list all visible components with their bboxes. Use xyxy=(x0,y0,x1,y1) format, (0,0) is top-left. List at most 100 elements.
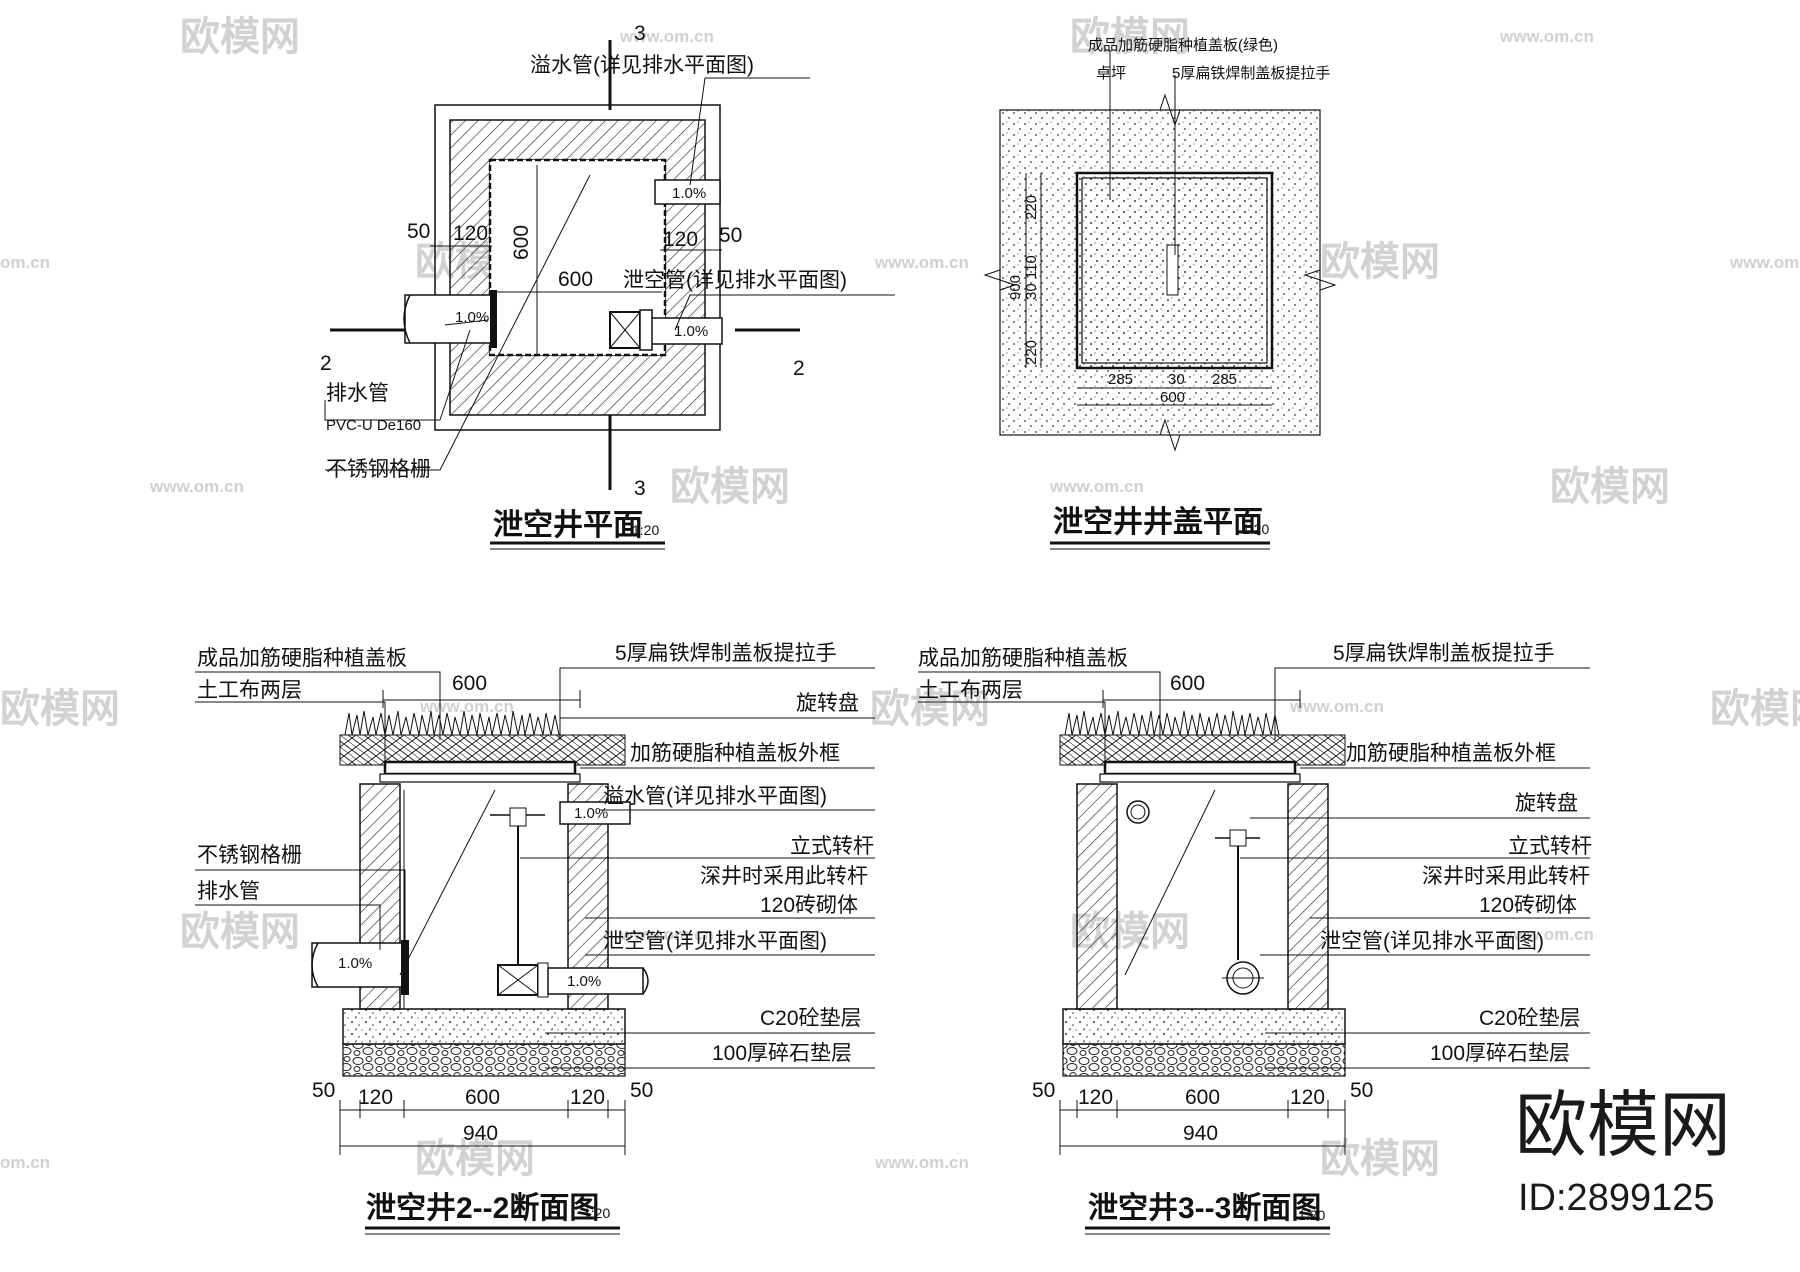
label-rod: 立式转杆 xyxy=(790,835,874,858)
watermark-url: www.om.cn xyxy=(149,477,244,496)
label-deep-well: 深井时采用此转杆 xyxy=(700,865,868,888)
watermark-brand: 欧模网 xyxy=(870,687,990,731)
dim-120: 120 xyxy=(358,1086,393,1109)
dim-120: 120 xyxy=(663,228,698,251)
sec33-scale: 1:20 xyxy=(1298,1207,1325,1223)
watermark-url: www.om.cn xyxy=(1499,27,1594,46)
dim-220: 220 xyxy=(1023,195,1040,220)
label-cover-board: 成品加筋硬脂种植盖板(绿色) xyxy=(1088,36,1278,54)
watermark-brand: 欧模网 xyxy=(1550,465,1670,509)
watermark-brand: 欧模网 xyxy=(0,687,120,731)
slope-label: 1.0% xyxy=(672,185,706,202)
sec33-title: 泄空井3--3断面图 xyxy=(1088,1192,1321,1225)
watermark-url: www.om.cn xyxy=(1049,477,1144,496)
section-3-3-view: 600 50 120 600 120 50 940 成品加筋硬脂种植盖板 土工布… xyxy=(918,642,1592,1235)
dim-30: 30 xyxy=(1168,371,1185,388)
watermark-url: om.cn xyxy=(0,1153,50,1172)
dim-285: 285 xyxy=(1212,371,1237,388)
label-overflow-pipe: 溢水管(详见排水平面图) xyxy=(603,785,827,808)
label-c20: C20砼垫层 xyxy=(1479,1007,1581,1030)
label-vent-pipe: 泄空管(详见排水平面图) xyxy=(1320,930,1544,953)
label-drain-pipe: 排水管 xyxy=(326,382,389,405)
dim-120: 120 xyxy=(1290,1086,1325,1109)
plan-scale: 1:20 xyxy=(632,522,659,538)
label-pvc: PVC-U De160 xyxy=(326,417,421,434)
label-gravel: 100厚碎石垫层 xyxy=(1430,1042,1570,1065)
label-vent-pipe: 泄空管(详见排水平面图) xyxy=(603,930,827,953)
watermark-layer: 欧模网 欧模网 欧模网 欧模网 欧模网 欧模网 欧模网 欧模网 欧模网 欧模网 … xyxy=(0,15,1800,1181)
watermark-brand: 欧模网 xyxy=(1320,240,1440,284)
dim-600: 600 xyxy=(558,268,593,291)
dim-600: 600 xyxy=(1185,1086,1220,1109)
label-c20: C20砼垫层 xyxy=(760,1007,862,1030)
plan-title: 泄空井平面 xyxy=(493,509,643,542)
cover-plan-view: 900 220 30 110 220 285 30 285 600 成品加筋硬脂… xyxy=(983,36,1337,550)
dim-50: 50 xyxy=(312,1079,335,1102)
label-gravel: 100厚碎石垫层 xyxy=(712,1042,852,1065)
label-overflow-pipe: 溢水管(详见排水平面图) xyxy=(530,54,754,77)
sec22-scale: 1:20 xyxy=(583,1205,610,1221)
dim-600: 600 xyxy=(465,1086,500,1109)
dim-940: 940 xyxy=(1183,1122,1218,1145)
dim-220: 220 xyxy=(1023,340,1040,365)
brand-block: 欧模网 ID:2899125 xyxy=(1515,1086,1731,1219)
watermark-brand: 欧模网 xyxy=(670,465,790,509)
label-rod: 立式转杆 xyxy=(1508,835,1592,858)
section-2-2-view: 1.0% 1.0% 1.0% 600 50 120 600 120 50 9 xyxy=(195,642,875,1235)
label-geotextile: 土工布两层 xyxy=(197,679,302,702)
dim-900: 900 xyxy=(1007,275,1024,300)
dim-120: 120 xyxy=(570,1086,605,1109)
label-handle: 5厚扁铁焊制盖板提拉手 xyxy=(615,642,837,665)
dim-50: 50 xyxy=(1350,1079,1373,1102)
label-vent-pipe: 泄空管(详见排水平面图) xyxy=(623,269,847,292)
section-mark: 2 xyxy=(320,352,332,375)
watermark-brand: 欧模网 xyxy=(1070,15,1190,59)
watermark-url: www.om.cn xyxy=(619,925,714,944)
label-frame: 加筋硬脂种植盖板外框 xyxy=(1346,742,1556,765)
watermark-url: www.om.cn xyxy=(619,27,714,46)
dim-50: 50 xyxy=(407,220,430,243)
label-geotextile: 土工布两层 xyxy=(918,679,1023,702)
slope-label: 1.0% xyxy=(338,955,372,972)
watermark-url: www.om.cn xyxy=(874,253,969,272)
label-brick: 120砖砌体 xyxy=(760,894,858,917)
watermark-brand: 欧模网 xyxy=(415,1137,535,1181)
label-tape: 卓坪 xyxy=(1096,65,1126,82)
sec22-title: 泄空井2--2断面图 xyxy=(366,1192,599,1225)
brand-name: 欧模网 xyxy=(1515,1086,1731,1166)
label-drain-pipe: 排水管 xyxy=(197,880,260,903)
dim-top-600: 600 xyxy=(452,672,487,695)
grass xyxy=(1064,710,1280,736)
label-disk: 旋转盘 xyxy=(1515,792,1578,815)
cover-scale: 1:20 xyxy=(1242,521,1269,537)
slope-label: 1.0% xyxy=(567,973,601,990)
plan-view: 3 3 2 2 1.0% 1.0% 1.0% 600 600 50 120 12… xyxy=(320,22,895,550)
slope-label: 1.0% xyxy=(574,805,608,822)
dim-50: 50 xyxy=(719,224,742,247)
watermark-url: www.om.cn xyxy=(874,1153,969,1172)
dim-top-600: 600 xyxy=(1170,672,1205,695)
dim-50: 50 xyxy=(1032,1079,1055,1102)
slope-label: 1.0% xyxy=(674,323,708,340)
brand-id: ID:2899125 xyxy=(1518,1177,1715,1219)
watermark-brand: 欧模网 xyxy=(180,15,300,59)
watermark-url: www.om.cn xyxy=(1499,925,1594,944)
watermark-url: www.om.cn xyxy=(1289,697,1384,716)
watermark-url: om.cn xyxy=(0,253,50,272)
dim-940: 940 xyxy=(463,1122,498,1145)
section-mark: 3 xyxy=(634,22,646,45)
watermark-url: www.om.cn xyxy=(419,697,514,716)
watermark-brand: 欧模网 xyxy=(1320,1137,1440,1181)
label-grate: 不锈钢格栅 xyxy=(326,458,431,481)
label-board: 成品加筋硬脂种植盖板 xyxy=(918,647,1128,670)
dim-600: 600 xyxy=(1160,389,1185,406)
cover-title: 泄空井井盖平面 xyxy=(1053,506,1263,539)
label-frame: 加筋硬脂种植盖板外框 xyxy=(630,742,840,765)
dim-110: 30 110 xyxy=(1023,255,1040,300)
dim-120: 120 xyxy=(1078,1086,1113,1109)
slope-label: 1.0% xyxy=(455,309,489,326)
label-grate: 不锈钢格栅 xyxy=(197,844,302,867)
dim-600: 600 xyxy=(510,225,533,260)
label-handle: 5厚扁铁焊制盖板提拉手 xyxy=(1172,64,1330,82)
label-handle: 5厚扁铁焊制盖板提拉手 xyxy=(1333,642,1555,665)
